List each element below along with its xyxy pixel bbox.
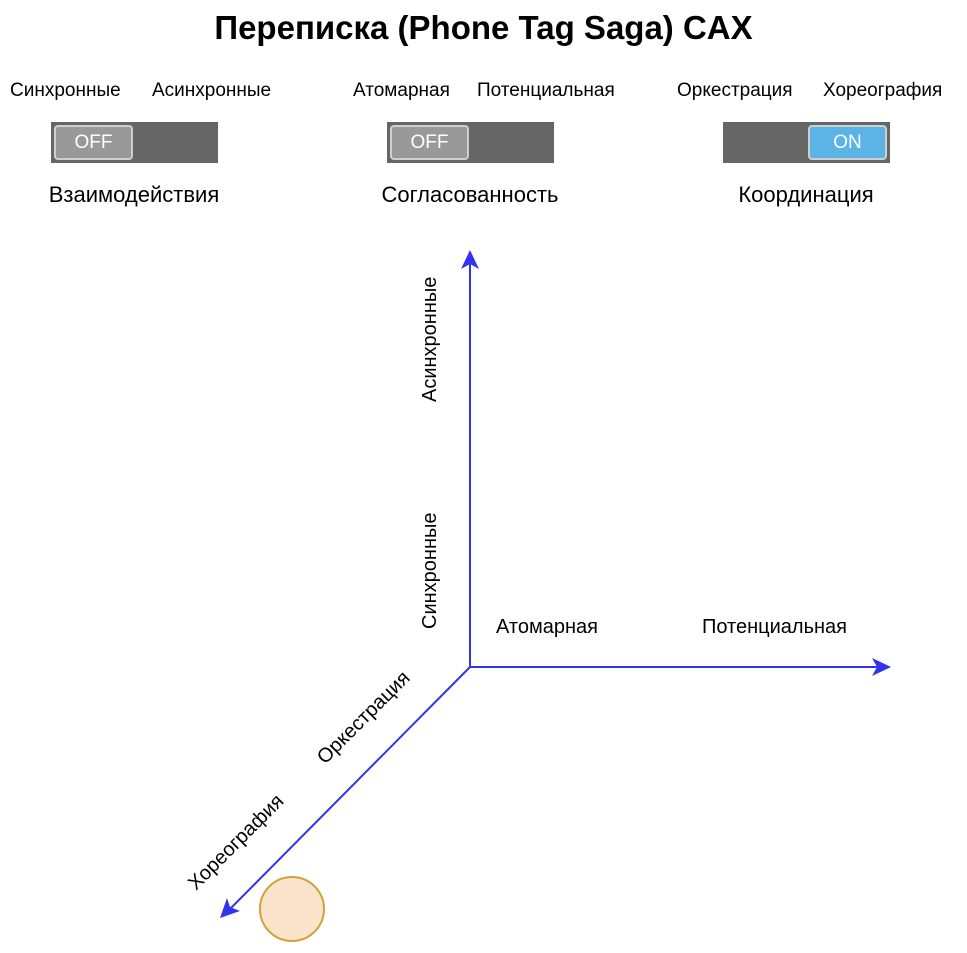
interaction-switch[interactable]: OFF [51, 122, 218, 163]
consistency-axis-arrow-icon [872, 658, 891, 676]
coordination-toggle-group: Оркестрация Хореография ON Координация [656, 76, 956, 216]
consistency-toggle-group: Атомарная Потенциальная OFF Согласованно… [320, 76, 620, 216]
horizontal-axis-near-label: Атомарная [496, 616, 598, 638]
interaction-switch-knob[interactable]: OFF [54, 125, 133, 160]
interaction-option-sync[interactable]: Синхронные [10, 80, 121, 101]
interaction-axis-arrow-icon [461, 250, 479, 269]
coordination-caption: Координация [738, 182, 874, 207]
coordination-switch[interactable]: ON [723, 122, 890, 163]
interaction-caption: Взаимодействия [48, 182, 220, 207]
interaction-toggle-group: Синхронные Асинхронные OFF Взаимодействи… [0, 76, 284, 216]
horizontal-axis-far-label: Потенциальная [702, 616, 847, 638]
diagonal-axis-near-label: Оркестрация [313, 667, 415, 769]
diagonal-axis-far-label: Хореография [184, 790, 288, 894]
coordination-switch-knob[interactable]: ON [808, 125, 887, 160]
interaction-option-labels: Синхронные Асинхронные [0, 76, 284, 106]
coordination-option-labels: Оркестрация Хореография [656, 76, 956, 106]
vertical-axis-near-label: Синхронные [419, 513, 441, 630]
consistency-option-atomic[interactable]: Атомарная [353, 80, 450, 101]
coordination-option-choreography[interactable]: Хореография [823, 80, 943, 101]
coordination-option-orchestration[interactable]: Оркестрация [677, 80, 793, 101]
consistency-caption: Согласованность [381, 182, 559, 207]
page-title: Переписка (Phone Tag Saga) CAX [214, 9, 753, 46]
consistency-switch[interactable]: OFF [387, 122, 554, 163]
consistency-option-labels: Атомарная Потенциальная [320, 76, 620, 106]
coordination-axis [228, 666, 471, 911]
position-marker [259, 876, 325, 942]
consistency-option-eventual[interactable]: Потенциальная [477, 80, 615, 101]
coordination-axis-arrow-icon [220, 898, 240, 918]
consistency-switch-knob[interactable]: OFF [390, 125, 469, 160]
interaction-option-async[interactable]: Асинхронные [152, 80, 272, 101]
vertical-axis-far-label: Асинхронные [419, 277, 441, 402]
